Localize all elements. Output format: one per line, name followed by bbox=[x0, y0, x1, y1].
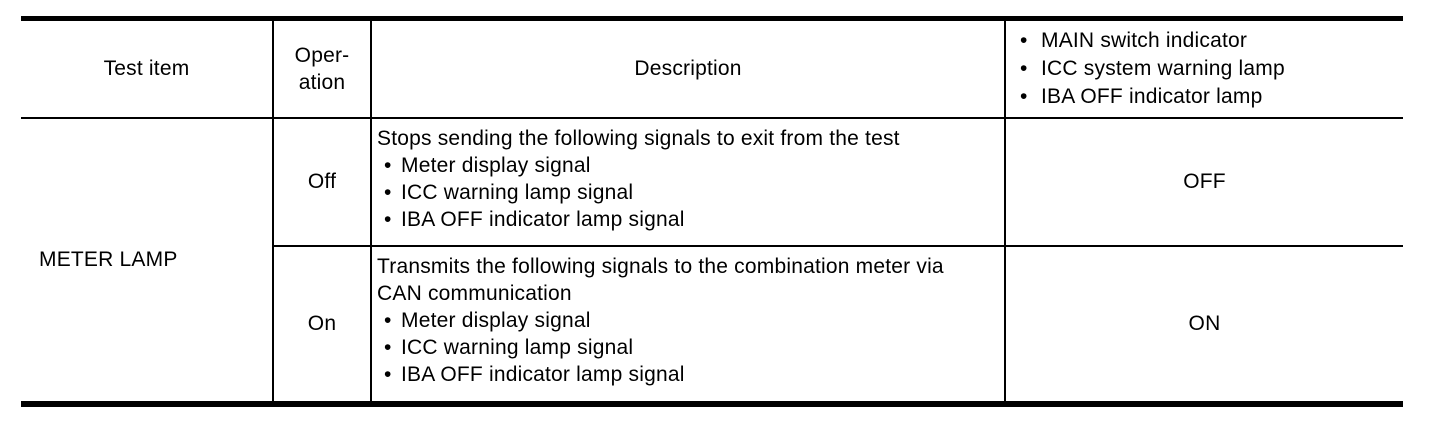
indicator-label: MAIN switch indicator bbox=[1041, 28, 1248, 52]
cell-operation-on: On bbox=[272, 244, 372, 405]
bullet-icon: • bbox=[384, 308, 392, 332]
table-row-on: On Transmits the following signals to th… bbox=[21, 244, 1403, 405]
cell-test-item: METER LAMP bbox=[21, 116, 274, 405]
bullet-icon: • bbox=[1020, 84, 1028, 108]
description-bullet-item: • IBA OFF indicator lamp signal bbox=[377, 206, 996, 233]
active-test-table: Test item Oper- ation Description • MAIN… bbox=[21, 16, 1403, 407]
description-bullet-label: IBA OFF indicator lamp signal bbox=[401, 207, 685, 231]
cell-operation-off: Off bbox=[272, 116, 372, 247]
indicator-label: IBA OFF indicator lamp bbox=[1041, 84, 1263, 108]
cell-description-on: Transmits the following signals to the c… bbox=[370, 244, 1006, 405]
bullet-icon: • bbox=[384, 362, 392, 386]
description-text: Transmits the following signals to the c… bbox=[377, 254, 944, 278]
header-test-item: Test item bbox=[21, 17, 274, 119]
header-operation-line2: ation bbox=[298, 70, 346, 94]
bullet-icon: • bbox=[384, 153, 392, 177]
table-row-off: METER LAMP Off Stops sending the followi… bbox=[21, 116, 1403, 405]
indicator-label: ICC system warning lamp bbox=[1041, 56, 1285, 80]
description-bullet-label: Meter display signal bbox=[401, 153, 591, 177]
description-bullet-label: ICC warning lamp signal bbox=[401, 180, 634, 204]
description-bullet-item: • ICC warning lamp signal bbox=[377, 334, 996, 361]
bullet-icon: • bbox=[1020, 56, 1028, 80]
description-bullet-item: • Meter display signal bbox=[377, 307, 996, 334]
description-bullet-item: • IBA OFF indicator lamp signal bbox=[377, 361, 996, 388]
cell-result-off: OFF bbox=[1004, 116, 1403, 247]
cell-result-on: ON bbox=[1004, 244, 1403, 405]
bullet-icon: • bbox=[384, 207, 392, 231]
description-bullet-item: • Meter display signal bbox=[377, 152, 996, 179]
bullet-icon: • bbox=[1020, 28, 1028, 52]
indicator-item: • IBA OFF indicator lamp bbox=[1020, 83, 1397, 111]
cell-description-off: Stops sending the following signals to e… bbox=[370, 116, 1006, 247]
description-bullet-label: ICC warning lamp signal bbox=[401, 335, 634, 359]
description-bullet-label: IBA OFF indicator lamp signal bbox=[401, 362, 685, 386]
header-indicators: • MAIN switch indicator • ICC system war… bbox=[1004, 17, 1403, 119]
bullet-icon: • bbox=[384, 335, 392, 359]
indicator-item: • ICC system warning lamp bbox=[1020, 55, 1397, 83]
header-description: Description bbox=[370, 17, 1006, 119]
header-operation-line1: Oper- bbox=[294, 43, 350, 67]
indicator-item: • MAIN switch indicator bbox=[1020, 27, 1397, 55]
header-operation: Oper- ation bbox=[272, 17, 372, 119]
description-text: CAN communication bbox=[377, 281, 572, 305]
description-text: Stops sending the following signals to e… bbox=[377, 126, 900, 150]
description-bullet-item: • ICC warning lamp signal bbox=[377, 179, 996, 206]
description-bullet-label: Meter display signal bbox=[401, 308, 591, 332]
bullet-icon: • bbox=[384, 180, 392, 204]
table-header-row: Test item Oper- ation Description • MAIN… bbox=[21, 17, 1403, 119]
